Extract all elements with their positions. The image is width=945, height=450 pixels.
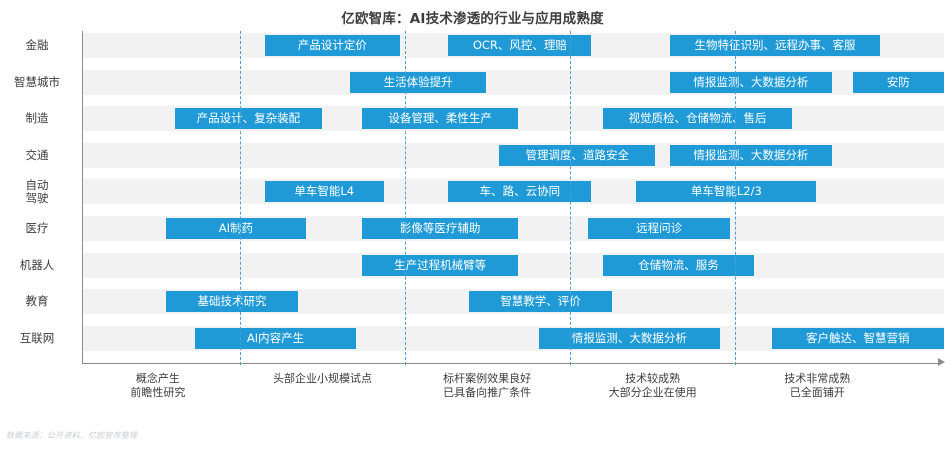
bar-segment[interactable]: 客户触达、智慧营销 [771,327,944,349]
x-axis-stage-label: 技术较成熟大部分企业在使用 [573,372,733,400]
stage-label-line2: 已具备向推广条件 [443,386,532,399]
bar-segment[interactable]: 情报监测、大数据分析 [669,144,832,166]
y-axis-label-line: 教育 [25,294,49,309]
bar-segment[interactable]: 单车智能L2/3 [636,181,817,203]
y-axis-label-医疗: 医疗 [0,222,74,235]
y-axis-label-互联网: 互联网 [0,330,74,345]
stage-gridline [569,31,571,365]
bar-segment[interactable]: AI内容产生 [194,327,357,349]
y-axis-label-机器人: 机器人 [0,257,74,272]
bar-segment[interactable]: 视觉质检、仓储物流、售后 [602,108,793,130]
y-axis-label-教育: 教育 [0,295,74,308]
y-axis-label-line: 机器人 [19,257,55,272]
y-axis-label-line: 自动 [25,177,49,192]
bar-segment[interactable]: 远程问诊 [587,218,731,239]
bar-segment[interactable]: 影像等医疗辅助 [362,218,519,239]
stage-label-line1: 概念产生 [135,372,180,385]
x-axis-stage-label: 头部企业小规模试点 [242,372,402,386]
bar-segment[interactable]: 情报监测、大数据分析 [669,71,832,93]
bar-segment[interactable]: 单车智能L4 [264,181,384,203]
bar-segment[interactable]: 管理调度、道路安全 [499,144,656,166]
x-axis-line [82,363,940,364]
y-axis-label-制造: 制造 [0,112,74,125]
bar-segment[interactable]: OCR、风控、理赔 [448,35,592,56]
y-axis-label-line: 制造 [25,111,49,126]
bar-segment[interactable]: 生物特征识别、远程办事、客服 [669,35,881,56]
bar-segment[interactable]: 安防 [852,71,944,93]
bar-segment[interactable]: 车、路、云协同 [448,181,592,203]
bar-segment[interactable]: 生活体验提升 [350,71,487,93]
y-axis-label-line: 驾驶 [25,190,49,205]
source-note: 数据来源：公开资料、亿欧智库整理 [6,431,138,440]
bar-segment[interactable]: 仓储物流、服务 [602,254,755,276]
y-axis-label-line: 智慧城市 [14,74,60,89]
bar-segment[interactable]: 基础技术研究 [165,291,299,313]
y-axis-label-自动驾驶: 自动驾驶 [0,177,74,205]
stage-label-line1: 标杆案例效果良好 [443,372,532,385]
bar-segment[interactable]: AI制药 [165,218,307,239]
stage-label-line1: 技术较成熟 [625,372,681,385]
y-axis-label-金融: 金融 [0,39,74,52]
stage-gridline [735,31,737,365]
bar-segment[interactable]: 智慧教学、评价 [469,291,613,313]
y-axis-label-智慧城市: 智慧城市 [0,74,74,89]
y-axis-label-line: 金融 [25,38,49,52]
bar-segment[interactable]: 情报监测、大数据分析 [538,327,720,349]
x-axis-stage-label: 标杆案例效果良好已具备向推广条件 [407,372,567,400]
bar-segment[interactable]: 产品设计、复杂装配 [175,108,322,130]
stage-label-line2: 已全面铺开 [789,386,845,399]
y-axis-label-line: 医疗 [25,221,49,235]
page-title: 亿欧智库：AI技术渗透的行业与应用成熟度 [341,11,604,27]
stage-label-line1: 技术非常成熟 [784,372,851,385]
stage-label-line1: 头部企业小规模试点 [272,372,372,385]
stage-gridline [239,31,241,365]
y-axis-label-交通: 交通 [0,147,74,162]
bar-segment[interactable]: 产品设计定价 [264,35,401,56]
x-axis-stage-label: 技术非常成熟已全面铺开 [737,372,897,400]
stage-label-line2: 大部分企业在使用 [608,386,697,399]
stage-label-line2: 前瞻性研究 [130,386,186,399]
x-axis-stage-label: 概念产生前瞻性研究 [78,372,238,400]
y-axis-line [82,31,83,364]
bar-segment[interactable]: 生产过程机械臂等 [362,254,519,276]
y-axis-label-line: 交通 [25,147,49,162]
x-axis-arrow-icon [938,358,945,366]
bar-segment[interactable]: 设备管理、柔性生产 [362,108,519,130]
stage-gridline [405,31,407,365]
y-axis-label-line: 互联网 [19,330,55,345]
